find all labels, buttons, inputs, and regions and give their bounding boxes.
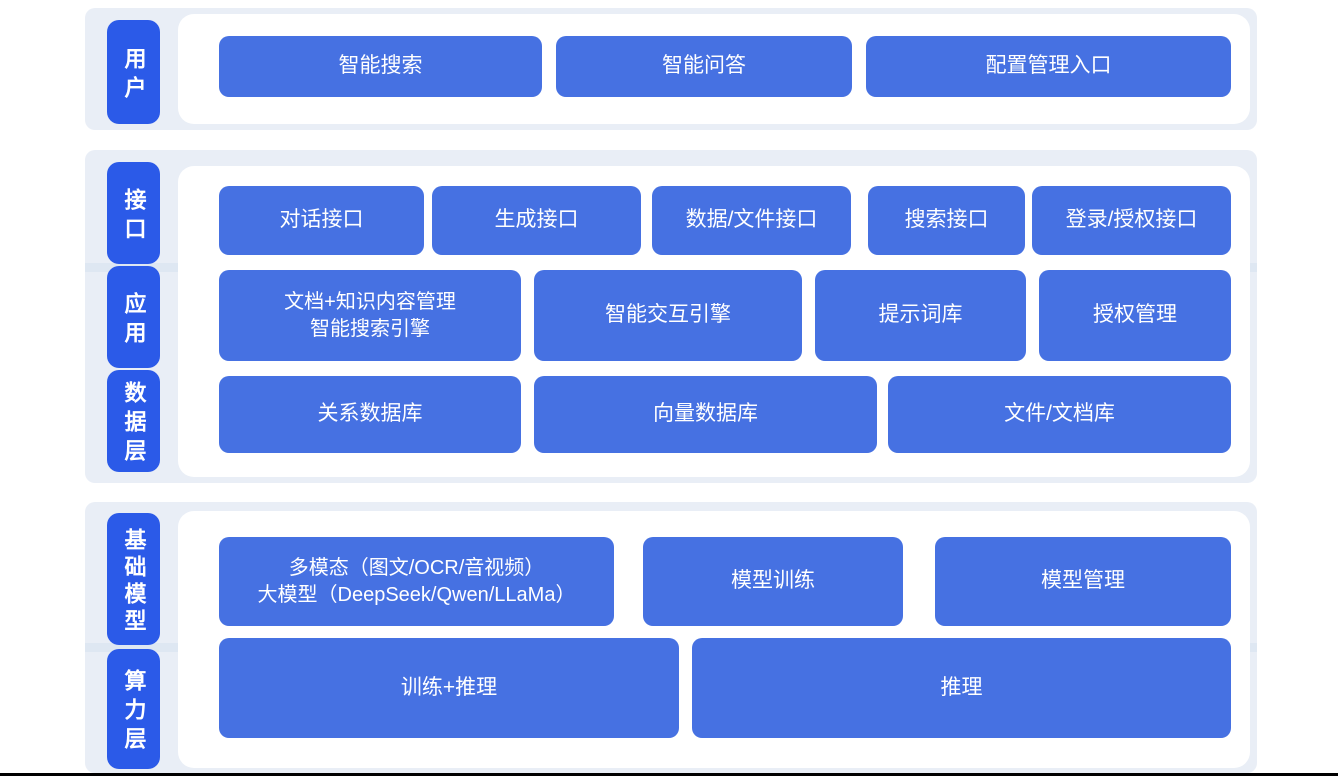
layer-label-foundation-model: 基础模型 [107,513,160,645]
block-vector-database: 向量数据库 [534,376,877,453]
block-data-file-api: 数据/文件接口 [652,186,851,255]
block-doc-knowledge-search-engine: 文档+知识内容管理 智能搜索引擎 [219,270,521,361]
block-relational-database: 关系数据库 [219,376,521,453]
block-model-training: 模型训练 [643,537,903,626]
layer-label-user: 用户 [107,20,160,124]
layer-label-application: 应用 [107,266,160,368]
block-login-auth-api: 登录/授权接口 [1032,186,1231,255]
block-model-management: 模型管理 [935,537,1231,626]
block-search-api: 搜索接口 [868,186,1025,255]
block-training-inference: 训练+推理 [219,638,679,738]
layer-label-data: 数据层 [107,370,160,472]
block-file-document-library: 文件/文档库 [888,376,1231,453]
block-smart-search: 智能搜索 [219,36,542,97]
layer-label-compute: 算力层 [107,649,160,769]
block-prompt-library: 提示词库 [815,270,1026,361]
block-authorization-management: 授权管理 [1039,270,1231,361]
block-config-management-entry: 配置管理入口 [866,36,1231,97]
block-interactive-engine: 智能交互引擎 [534,270,802,361]
block-inference: 推理 [692,638,1231,738]
block-generation-api: 生成接口 [432,186,641,255]
block-smart-qa: 智能问答 [556,36,852,97]
layer-label-interface: 接口 [107,162,160,264]
bottom-divider-line [0,773,1338,776]
block-multimodal-llm: 多模态（图文/OCR/音视频） 大模型（DeepSeek/Qwen/LLaMa） [219,537,614,626]
block-dialog-api: 对话接口 [219,186,424,255]
